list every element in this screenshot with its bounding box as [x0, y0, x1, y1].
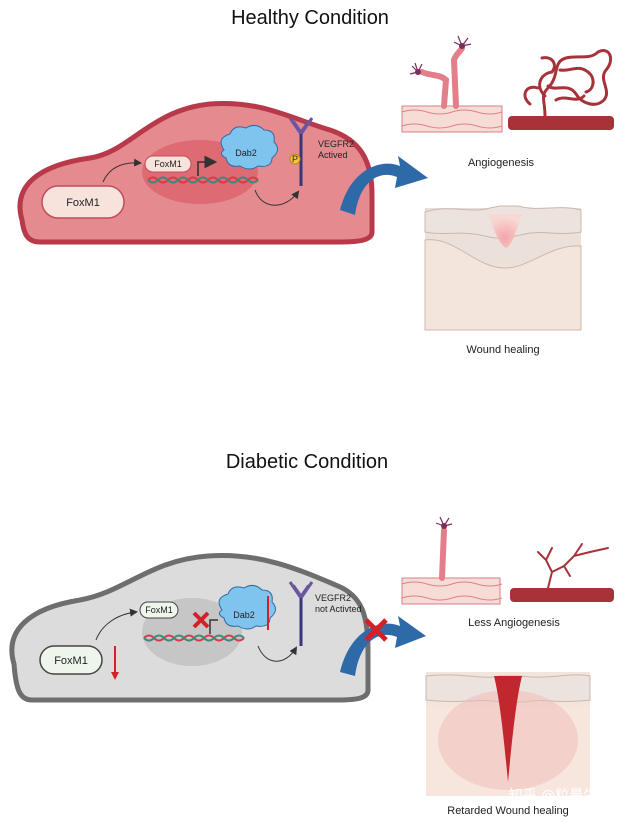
healthy-vegfr2: P	[288, 117, 314, 186]
healthy-angiogenesis-label: Angiogenesis	[468, 157, 535, 169]
diabetic-signal-arrow	[257, 645, 298, 662]
healthy-phospho-label: P	[292, 154, 298, 164]
diabetic-transcription-arrow	[209, 619, 218, 634]
diabetic-block-x	[364, 618, 388, 642]
healthy-receptor-state: Actived	[318, 150, 348, 160]
diabetic-wound-label: Retarded Wound healing	[447, 805, 569, 817]
healthy-title: Healthy Condition	[231, 7, 389, 29]
diabetic-dna	[143, 634, 245, 642]
diabetic-title: Diabetic Condition	[226, 451, 388, 473]
healthy-cell	[17, 100, 375, 245]
healthy-receptor-label: VEGFR2	[318, 139, 354, 149]
diabetic-dab2-label: Dab2	[233, 610, 255, 620]
diabetic-cell	[9, 552, 371, 703]
healthy-foxm1-nucleus-label: FoxM1	[154, 159, 182, 169]
healthy-signal-arrow	[254, 189, 300, 206]
healthy-foxm1-cell-box: FoxM1	[41, 185, 125, 219]
diabetic-foxm1-nucleus-box: FoxM1	[139, 601, 179, 619]
healthy-dab2: Dab2	[220, 124, 278, 170]
healthy-translocation-arrow	[102, 158, 142, 183]
healthy-outcome-arrow	[340, 156, 428, 215]
diabetic-receptor-label: VEGFR2	[315, 593, 351, 603]
diabetic-translocation-arrow	[95, 608, 138, 641]
diabetic-vessel-network	[510, 543, 614, 602]
diabetic-inhibition-x	[192, 611, 210, 629]
diabetic-receptor-state: not Activted	[315, 604, 362, 614]
healthy-foxm1-cell-label: FoxM1	[66, 197, 100, 209]
diabetic-outcome-arrow	[340, 616, 426, 676]
healthy-angiogenesis-sprout	[401, 35, 503, 133]
healthy-vessel-network	[508, 49, 614, 130]
healthy-dna	[147, 176, 259, 184]
healthy-wound-label: Wound healing	[466, 344, 539, 356]
diabetic-foxm1-nucleus-label: FoxM1	[145, 605, 173, 615]
watermark: 知乎 @粒曼生物	[509, 787, 611, 804]
healthy-transcription-arrow	[197, 155, 218, 176]
diabetic-foxm1-cell-label: FoxM1	[54, 655, 88, 667]
diabetic-foxm1-down-arrowhead	[111, 672, 119, 680]
diabetic-vegfr2	[288, 581, 314, 646]
diabetic-angiogenesis-sprout	[401, 516, 503, 605]
diabetic-wound-tissue	[425, 672, 591, 796]
diabetic-dab2: Dab2	[218, 584, 276, 630]
healthy-dab2-label: Dab2	[235, 148, 257, 158]
diabetic-angiogenesis-label: Less Angiogenesis	[468, 617, 560, 629]
healthy-wound-tissue	[424, 205, 582, 331]
healthy-foxm1-nucleus-box: FoxM1	[144, 155, 192, 173]
diabetic-foxm1-cell-box: FoxM1	[39, 645, 103, 675]
